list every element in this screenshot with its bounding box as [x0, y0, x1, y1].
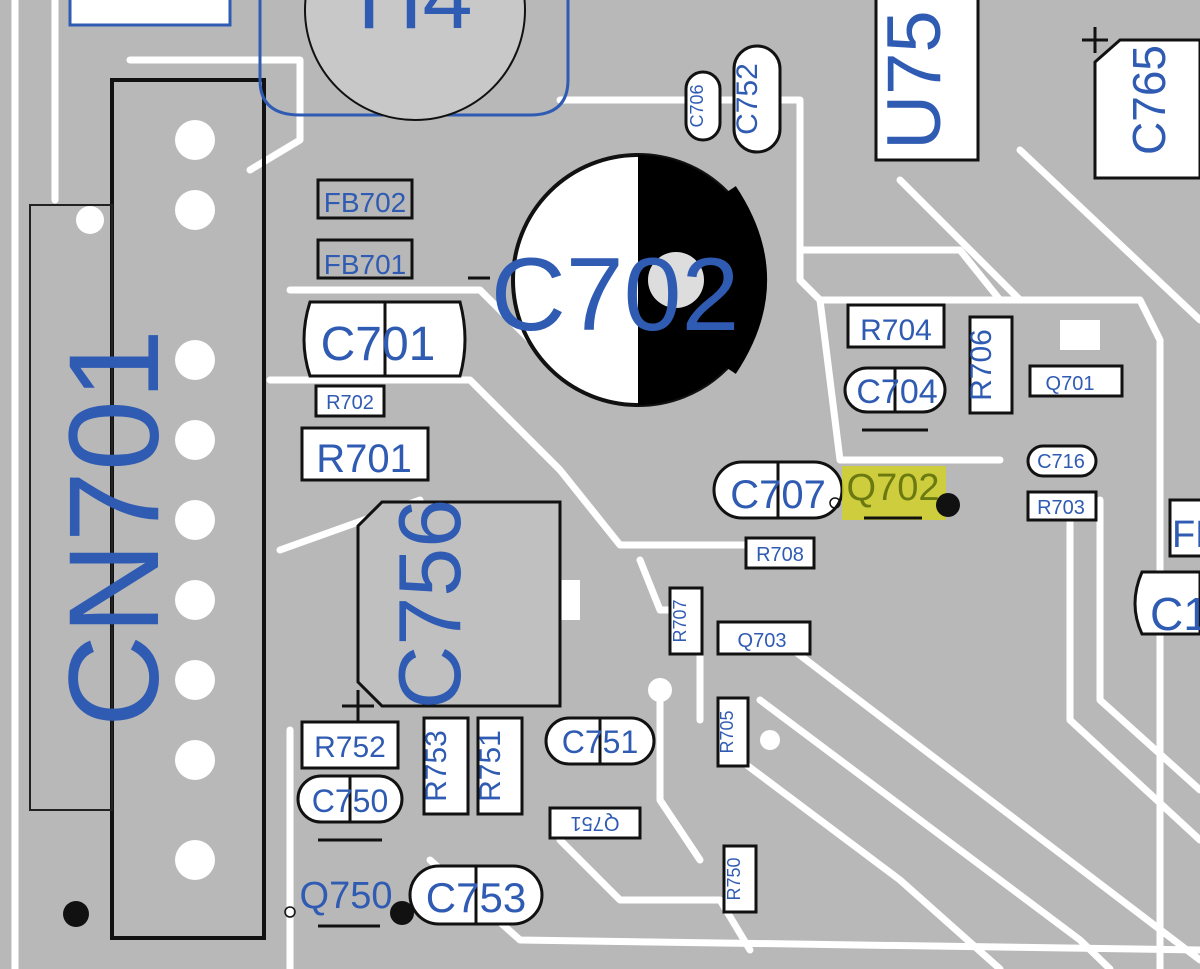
c752[interactable]: C752 [731, 44, 782, 154]
c706[interactable]: C706 [684, 70, 722, 142]
c753[interactable]: C753 [408, 864, 544, 926]
c701[interactable]: C701 [302, 300, 467, 378]
q702-highlight [842, 466, 946, 520]
u75-label: U75 [872, 10, 957, 149]
u75-partial[interactable]: U75 [872, 0, 980, 162]
r708[interactable]: R708 [744, 536, 816, 570]
q703-label: Q703 [738, 630, 787, 652]
r750[interactable]: R750 [722, 844, 758, 914]
c707-label: C707 [730, 473, 826, 517]
c750-label: C750 [312, 783, 389, 819]
partial-top-left: H4 [68, 0, 570, 121]
c704-label: C704 [856, 373, 937, 411]
h4-partial-label: H4 [357, 0, 472, 48]
r704[interactable]: R704 [846, 303, 946, 349]
r701[interactable]: R701 [300, 426, 430, 482]
r752[interactable]: R752 [300, 720, 400, 770]
c701-label: C701 [321, 318, 436, 371]
c-partial-right[interactable]: C1 [1133, 570, 1200, 640]
c765-partial[interactable]: C765 [1082, 27, 1200, 180]
c753-label: C753 [426, 874, 526, 921]
fl-partial[interactable]: FL [1168, 498, 1200, 558]
fb702[interactable]: FB702 [316, 178, 414, 220]
r701-label: R701 [316, 437, 412, 481]
fl-partial-label: FL [1172, 514, 1200, 556]
q702[interactable]: Q702 [829, 466, 960, 520]
c751[interactable]: C751 [544, 716, 656, 766]
r702-label: R702 [326, 392, 374, 414]
q751[interactable]: Q751 [548, 806, 642, 840]
r702[interactable]: R702 [314, 384, 386, 418]
c707[interactable]: C707 [712, 460, 844, 520]
r708-label: R708 [756, 544, 804, 566]
r753[interactable]: R753 [420, 716, 470, 816]
c704[interactable]: C704 [843, 366, 947, 432]
c706-label: C706 [687, 84, 707, 127]
pads [76, 120, 1100, 880]
r753-label: R753 [420, 730, 453, 802]
c752-label: C752 [731, 63, 764, 135]
c751-label: C751 [562, 724, 639, 760]
r703[interactable]: R703 [1026, 490, 1098, 522]
r751[interactable]: R751 [474, 716, 524, 816]
r705[interactable]: R705 [716, 696, 750, 768]
r750-label: R750 [724, 857, 744, 900]
c765-label: C765 [1123, 45, 1175, 155]
q703[interactable]: Q703 [716, 620, 812, 656]
cn701-label: CN701 [43, 329, 186, 727]
q751-label: Q751 [571, 812, 620, 834]
c750[interactable]: C750 [296, 774, 404, 842]
r706-label: R706 [965, 329, 998, 401]
r707[interactable]: R707 [668, 586, 704, 656]
c756-label: C756 [380, 499, 479, 709]
q701[interactable]: Q701 [1028, 364, 1124, 398]
r705-label: R705 [717, 710, 737, 753]
r707-label: R707 [670, 599, 690, 642]
r751-label: R751 [474, 730, 507, 802]
c-partial-label: C1 [1150, 588, 1200, 640]
c716[interactable]: C716 [1026, 444, 1098, 478]
c756[interactable]: C756 [342, 499, 562, 722]
cn701-connector[interactable]: CN701 [29, 78, 266, 940]
r752-label: R752 [314, 731, 386, 764]
r704-label: R704 [860, 314, 932, 347]
c716-label: C716 [1037, 451, 1085, 473]
q750[interactable]: Q750 [284, 875, 414, 928]
q750-label: Q750 [300, 875, 393, 917]
fb701[interactable]: FB701 [316, 238, 414, 280]
q702-label: Q702 [847, 467, 940, 509]
c702[interactable]: C702 [468, 153, 767, 407]
r703-label: R703 [1037, 497, 1085, 519]
c702-label: C702 [491, 237, 740, 353]
fb702-label: FB702 [324, 187, 407, 218]
q701-label: Q701 [1046, 373, 1095, 395]
r706[interactable]: R706 [965, 315, 1014, 415]
fb701-label: FB701 [324, 249, 407, 280]
